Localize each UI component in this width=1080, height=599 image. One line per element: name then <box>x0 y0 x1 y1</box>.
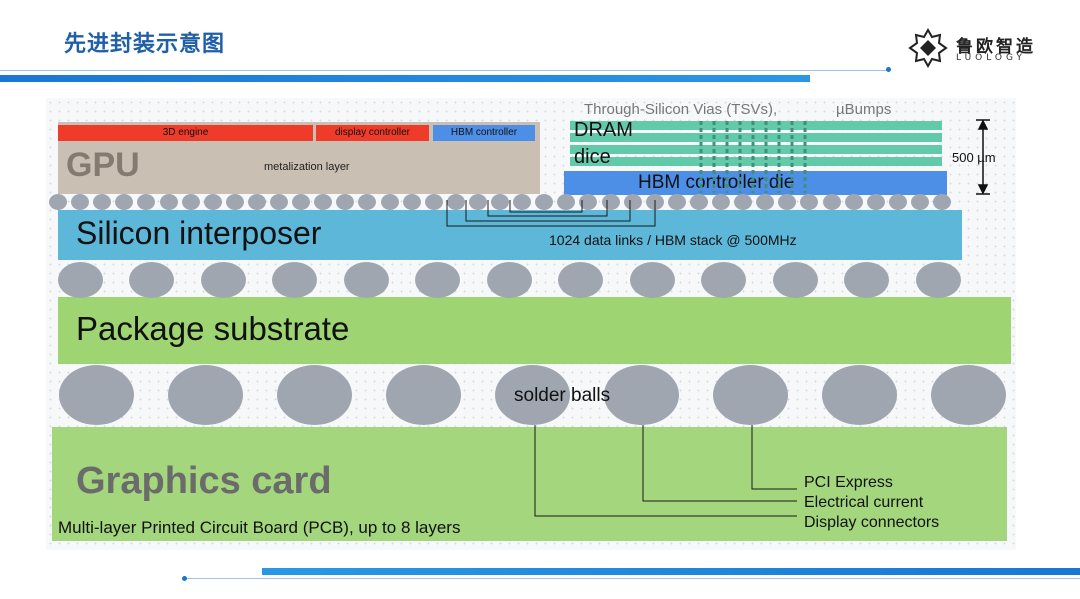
ubump <box>137 194 156 210</box>
solder-ball <box>167 365 243 425</box>
pcb-description-label: Multi-layer Printed Circuit Board (PCB),… <box>58 518 461 537</box>
gear-diamond-logo-icon <box>908 28 948 68</box>
c4-bump <box>915 262 961 298</box>
ubump <box>247 194 266 210</box>
c4-bump <box>772 262 818 298</box>
solder-ball <box>821 365 897 425</box>
ubump <box>778 194 797 210</box>
ubump <box>513 194 532 210</box>
ubump <box>402 194 421 210</box>
display-connectors-label: Display connectors <box>804 514 940 531</box>
ubump <box>424 194 443 210</box>
page-title: 先进封装示意图 <box>64 32 226 57</box>
ubump <box>667 194 686 210</box>
package-substrate-label: Package substrate <box>76 310 350 347</box>
dram-die-layer <box>570 121 942 130</box>
ubump <box>292 194 311 210</box>
gpu-hbm-controller-strip: HBM controller <box>433 125 535 141</box>
header-divider <box>0 75 810 82</box>
data-links-label: 1024 data links / HBM stack @ 500MHz <box>549 232 797 248</box>
ubump <box>115 194 134 210</box>
hbm-controller-die <box>564 171 947 195</box>
solder-ball <box>58 365 134 425</box>
header-divider-thin <box>0 70 890 71</box>
brand-name-en: LUOLOGY <box>956 53 1027 63</box>
footer-divider-dot <box>182 576 187 581</box>
solder-ball <box>930 365 1006 425</box>
dram-die-layer <box>570 145 942 154</box>
ubump <box>689 194 708 210</box>
ubump <box>225 194 244 210</box>
ubump <box>203 194 222 210</box>
ubump <box>822 194 841 210</box>
ubump <box>49 194 67 210</box>
ubump <box>800 194 819 210</box>
electrical-current-label: Electrical current <box>804 494 924 511</box>
dram-die-layer <box>570 133 942 142</box>
footer-divider-thin <box>185 578 1080 579</box>
header-divider-dot <box>886 67 891 72</box>
c4-bump <box>629 262 675 298</box>
ubump <box>933 194 951 210</box>
ubump <box>446 194 465 210</box>
gpu-3d-engine-strip: 3D engine <box>58 125 313 141</box>
c4-bump <box>415 262 460 298</box>
ubump <box>734 194 753 210</box>
c4-bump <box>844 262 889 298</box>
ubump <box>623 194 642 210</box>
gpu-label: GPU <box>66 146 140 184</box>
pci-express-label: PCI Express <box>804 474 893 491</box>
solder-ball <box>712 365 788 425</box>
footer-divider <box>262 568 1080 575</box>
c4-bump <box>701 262 746 298</box>
ubump <box>888 194 907 210</box>
package-substrate <box>58 297 1011 364</box>
c4-bump <box>57 262 103 298</box>
stack-height-label: 500 µm <box>952 150 996 165</box>
ubump <box>314 194 333 210</box>
ubump <box>910 194 929 210</box>
metalization-layer-label: metalization layer <box>264 161 350 173</box>
ubump <box>712 194 730 210</box>
ubump <box>270 194 288 210</box>
ubump <box>159 194 178 210</box>
c4-bump <box>558 262 603 298</box>
c4-bump <box>129 262 174 298</box>
dice-label: dice <box>574 146 611 168</box>
ubump <box>756 194 775 210</box>
graphics-card-pcb <box>52 427 1007 541</box>
ubump <box>336 194 355 210</box>
gpu-display-controller-strip: display controller <box>316 125 429 141</box>
ubump <box>468 194 487 210</box>
ubump <box>358 194 377 210</box>
c4-bump <box>486 262 532 298</box>
c4-bump <box>272 262 317 298</box>
solder-ball <box>494 365 570 425</box>
solder-balls-label: solder balls <box>514 385 611 406</box>
dram-die-layer <box>570 157 942 166</box>
ubump <box>866 194 885 210</box>
c4-bump <box>343 262 389 298</box>
solder-ball <box>603 365 679 425</box>
silicon-interposer-label: Silicon interposer <box>76 215 322 251</box>
ubump <box>844 194 863 210</box>
tsv-label: Through-Silicon Vias (TSVs), <box>584 101 778 118</box>
ubump <box>645 194 664 210</box>
brand-logo: 鲁欧智造 LUOLOGY <box>908 28 1058 70</box>
c4-bump <box>200 262 246 298</box>
solder-ball <box>385 365 461 425</box>
graphics-card-label: Graphics card <box>76 460 332 502</box>
ubump-label: µBumps <box>836 101 892 118</box>
brand-name-cn: 鲁欧智造 <box>956 37 1036 57</box>
ubump <box>491 194 509 210</box>
solder-ball <box>276 365 352 425</box>
ubump <box>181 194 200 210</box>
dram-label: DRAM <box>574 119 633 141</box>
ubump <box>93 194 112 210</box>
hbm-controller-die-label: HBM controller die <box>638 172 795 193</box>
ubump <box>380 194 399 210</box>
ubump <box>601 194 620 210</box>
ubump <box>71 194 90 210</box>
